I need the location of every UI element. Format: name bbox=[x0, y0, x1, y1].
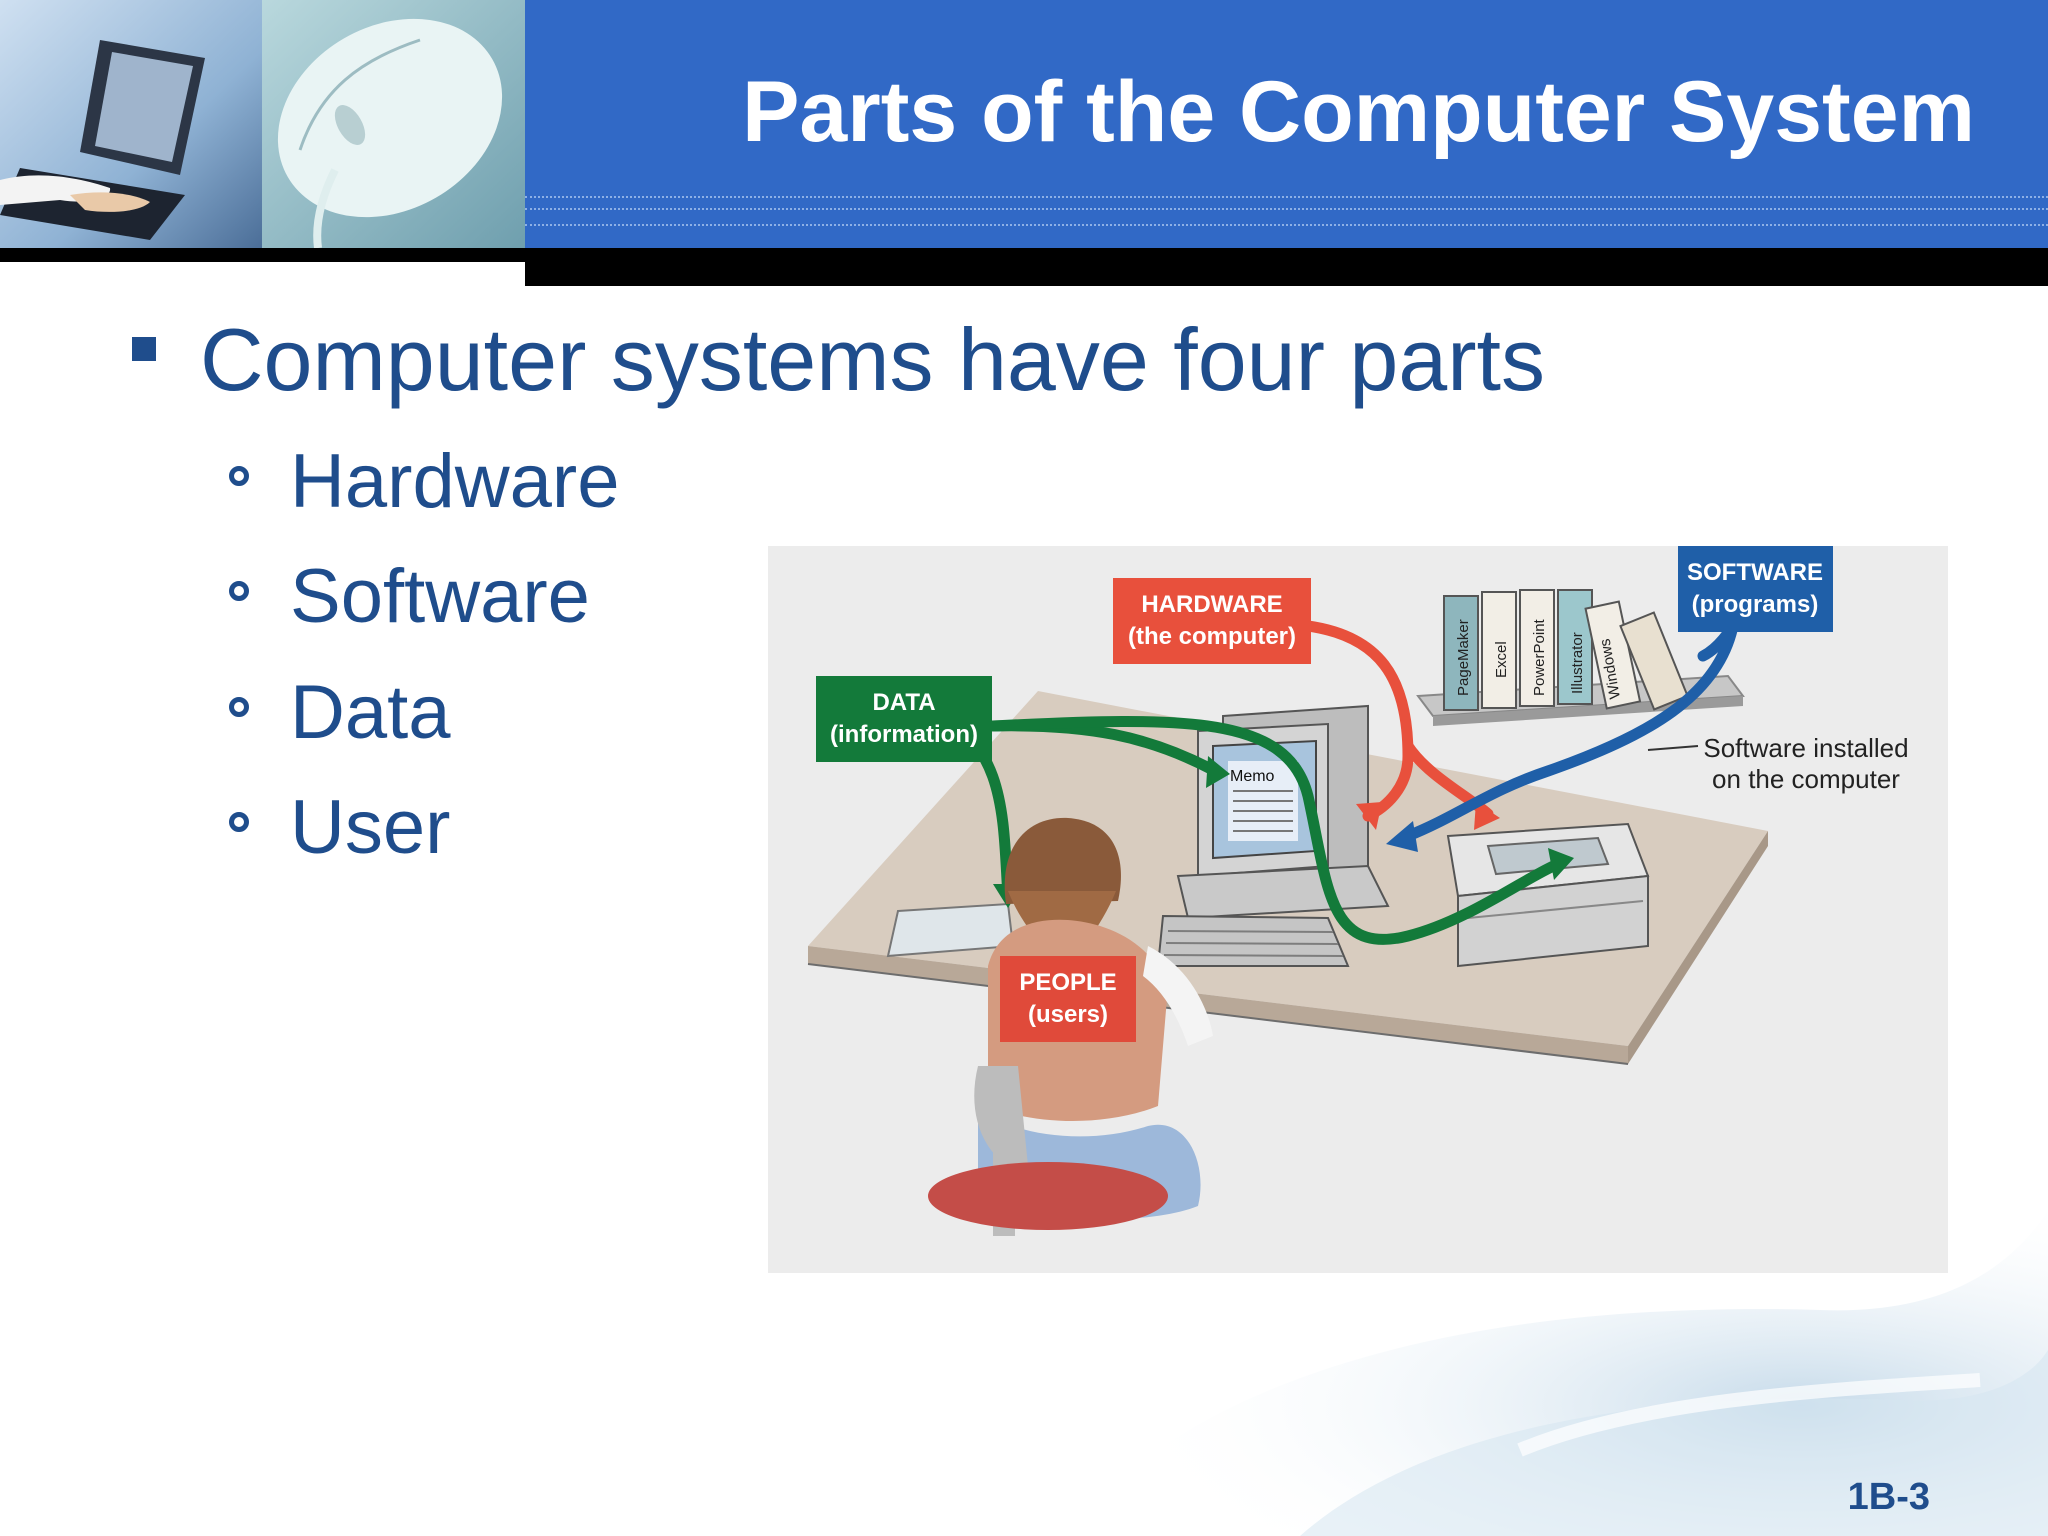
monitor-icon: Memo bbox=[1176, 704, 1390, 920]
keyboard-icon bbox=[1156, 914, 1350, 967]
sub-bullet-hardware: Hardware bbox=[290, 439, 620, 524]
laptop-and-mouse-photo bbox=[0, 0, 525, 248]
people-label: PEOPLE (users) bbox=[1000, 956, 1136, 1042]
slide-number: 1B-3 bbox=[1847, 1476, 1930, 1518]
header-dotted-line bbox=[525, 224, 2048, 226]
computer-system-illustration: PageMaker Excel PowerPoint Illustrator W… bbox=[768, 546, 1948, 1273]
header-dotted-line bbox=[525, 208, 2048, 210]
ring-bullet-icon bbox=[229, 466, 249, 486]
software-arrowhead bbox=[1386, 821, 1418, 852]
header-black-bar bbox=[525, 248, 2048, 286]
software-label-title: SOFTWARE bbox=[1687, 559, 1823, 586]
ring-bullet-icon bbox=[229, 697, 249, 717]
data-label-subtitle: (information) bbox=[830, 721, 978, 748]
printer-icon bbox=[1446, 822, 1650, 968]
software-leader-line bbox=[1647, 745, 1699, 751]
hardware-arrowhead bbox=[1474, 802, 1500, 830]
book-title-label: Illustrator bbox=[1569, 632, 1586, 694]
data-label: DATA (information) bbox=[816, 676, 992, 762]
software-label-subtitle: (programs) bbox=[1692, 591, 1819, 618]
book-title-label: PowerPoint bbox=[1531, 618, 1548, 696]
header-band bbox=[525, 0, 2048, 248]
main-bullet: Computer systems have four parts bbox=[200, 310, 1545, 409]
bookshelf-icon: PageMaker Excel PowerPoint Illustrator W… bbox=[1416, 589, 1745, 726]
memo-label: Memo bbox=[1230, 768, 1275, 785]
book-title-label: Excel bbox=[1493, 641, 1510, 678]
hardware-label: HARDWARE (the computer) bbox=[1113, 578, 1311, 664]
square-bullet-icon bbox=[132, 337, 156, 361]
slide-title: Parts of the Computer System bbox=[742, 64, 1975, 160]
people-label-title: PEOPLE bbox=[1019, 969, 1116, 996]
header-dotted-line bbox=[525, 196, 2048, 198]
header-photo bbox=[0, 0, 525, 248]
data-arrowhead bbox=[1548, 848, 1574, 880]
software-installed-label-line2: on the computer bbox=[1712, 764, 1900, 794]
hardware-label-subtitle: (the computer) bbox=[1128, 623, 1296, 650]
background-swoosh bbox=[1060, 1210, 2048, 1536]
data-arrowhead bbox=[1206, 756, 1230, 788]
ring-bullet-icon bbox=[229, 812, 249, 832]
sub-bullet-software: Software bbox=[290, 554, 590, 639]
sub-bullet-data: Data bbox=[290, 670, 451, 755]
data-label-title: DATA bbox=[872, 689, 935, 716]
people-label-subtitle: (users) bbox=[1028, 1001, 1108, 1028]
hardware-arrowhead bbox=[1356, 802, 1382, 830]
book-title-label: PageMaker bbox=[1455, 619, 1472, 696]
software-label: SOFTWARE (programs) bbox=[1678, 546, 1833, 632]
paper-stack-icon bbox=[886, 902, 1015, 958]
software-installed-label-line1: Software installed bbox=[1703, 733, 1908, 763]
ring-bullet-icon bbox=[229, 581, 249, 601]
header-black-bar-left bbox=[0, 248, 525, 262]
sub-bullet-user: User bbox=[290, 785, 451, 870]
hardware-label-title: HARDWARE bbox=[1141, 591, 1282, 618]
